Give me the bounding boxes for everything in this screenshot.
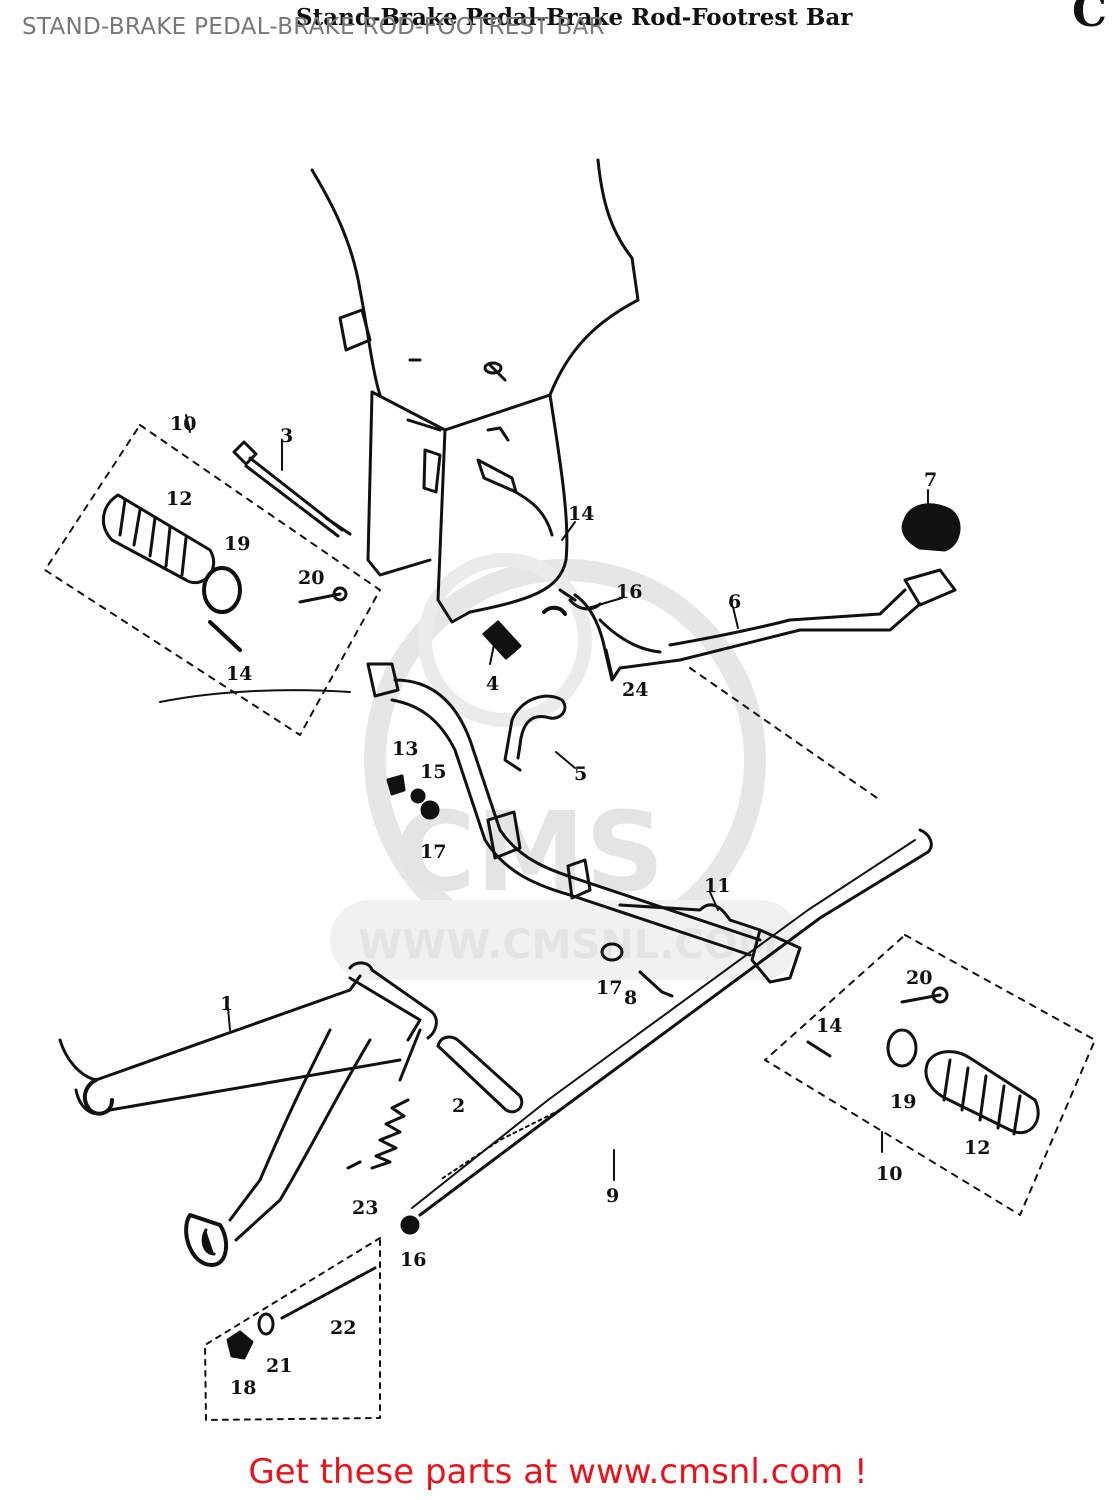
right-footrest-group [764,934,1096,1216]
stand-shaft-part [436,1035,524,1114]
callout-10-right: 10 [876,1163,902,1185]
callout-16-upper: 16 [616,581,642,603]
brake-pedal-part [573,503,961,682]
stand-spring-part [346,1098,410,1170]
callout-3: 3 [280,425,293,447]
page-title: STAND-BRAKE PEDAL-BRAKE ROD-FOOTREST BAR [22,14,605,40]
callout-19-right: 19 [890,1091,916,1113]
callout-10-left: 10 [170,413,196,435]
callout-16-lower: 16 [400,1249,426,1271]
callout-14-center: 14 [568,503,594,525]
callout-22: 22 [330,1317,356,1339]
callout-5: 5 [574,763,587,785]
callout-13: 13 [392,738,418,760]
section-letter: C [1072,0,1108,37]
brake-rod-part [400,828,933,1235]
pedal-pivot-parts [482,588,614,678]
footrest-bar-part [366,662,802,984]
callout-17-lower: 17 [596,977,622,999]
cms-watermark: CMS WWW.CMSNL.COM [330,553,800,980]
leader-lines [185,414,929,1181]
callout-1: 1 [220,993,233,1015]
callout-23: 23 [352,1197,378,1219]
callout-24: 24 [622,679,648,701]
callout-14-left: 14 [226,663,252,685]
callout-17-upper: 17 [420,841,446,863]
frame-part [310,158,640,624]
watermark-site-text: WWW.CMSNL.COM [358,922,778,968]
callout-labels: 10 3 12 19 20 14 7 14 16 6 4 24 13 15 5 … [166,413,990,1399]
left-footrest-group [44,424,381,736]
callout-20-right: 20 [906,967,932,989]
callout-4: 4 [486,673,499,695]
center-stand-part [58,961,438,1267]
callout-8-upper: 8 [624,987,637,1009]
callout-18: 18 [230,1377,256,1399]
callout-19-left: 19 [224,533,250,555]
bottom-hardware-group [204,1237,381,1421]
callout-15: 15 [420,761,446,783]
callout-11: 11 [704,875,730,897]
diagram-title: Stand-Brake Pedal-Brake Rod-Footrest Bar [296,4,853,31]
callout-12-left: 12 [166,488,192,510]
callout-21: 21 [266,1355,292,1377]
callout-2: 2 [452,1095,465,1117]
cmsnl-footer-link[interactable]: Get these parts at www.cmsnl.com ! [248,1452,868,1492]
callout-9: 9 [606,1185,619,1207]
callout-14-right: 14 [816,1015,842,1037]
bracket-part [503,694,567,772]
bolt-part [232,440,352,538]
callout-20-left: 20 [298,567,324,589]
fastener-parts [386,774,674,998]
callout-7: 7 [924,469,937,491]
callout-6: 6 [728,591,741,613]
callout-12-right: 12 [964,1137,990,1159]
